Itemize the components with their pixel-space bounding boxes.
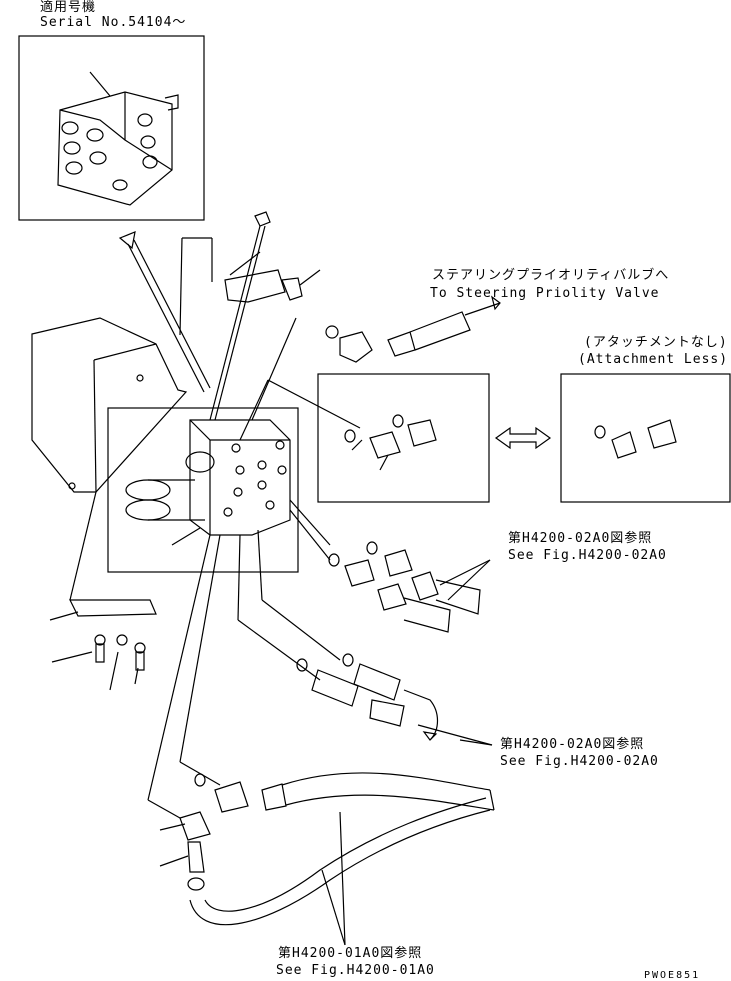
applicable-serial-jp-label: 適用号機	[40, 0, 97, 15]
routing-lines	[69, 237, 361, 819]
ref-b-jp-label: 第H4200-02A0図参照	[500, 737, 645, 752]
hose-group-a	[328, 541, 491, 633]
drawing-code-label: PWOE851	[644, 970, 701, 981]
ref-c-jp-label: 第H4200-01A0図参照	[278, 946, 423, 961]
steering-en-label: To Steering Priolity Valve	[430, 286, 660, 301]
steering-fitting	[325, 295, 501, 363]
valve-detail-frame	[107, 407, 299, 573]
attachment-less-parts	[594, 419, 677, 459]
lower-bracket-assembly	[49, 599, 189, 867]
serial-number-label: Serial No.54104～	[40, 15, 187, 30]
hose-group-b	[296, 653, 493, 746]
control-valve-assembly-image	[57, 71, 179, 206]
attachment-less-frame	[560, 373, 731, 503]
ref-a-en-label: See Fig.H4200-02A0	[508, 548, 667, 563]
fitting-detail-parts	[344, 414, 437, 471]
hose-group-c	[179, 772, 495, 946]
control-valve-block	[125, 419, 291, 546]
attachment-en-label: (Attachment Less)	[578, 352, 729, 367]
cover-plate	[31, 317, 188, 493]
inset-reference-arrow	[118, 231, 211, 393]
fitting-detail-frame	[317, 373, 490, 503]
ref-a-jp-label: 第H4200-02A0図参照	[508, 531, 653, 546]
double-arrow	[494, 426, 552, 450]
attachment-jp-label: (アタッチメントなし)	[584, 335, 728, 350]
top-bracket-assembly	[209, 211, 321, 421]
ref-c-en-label: See Fig.H4200-01A0	[276, 963, 435, 978]
serial-inset-panel	[18, 35, 205, 221]
steering-jp-label: ステアリングプライオリティバルブへ	[432, 268, 670, 283]
ref-b-en-label: See Fig.H4200-02A0	[500, 754, 659, 769]
